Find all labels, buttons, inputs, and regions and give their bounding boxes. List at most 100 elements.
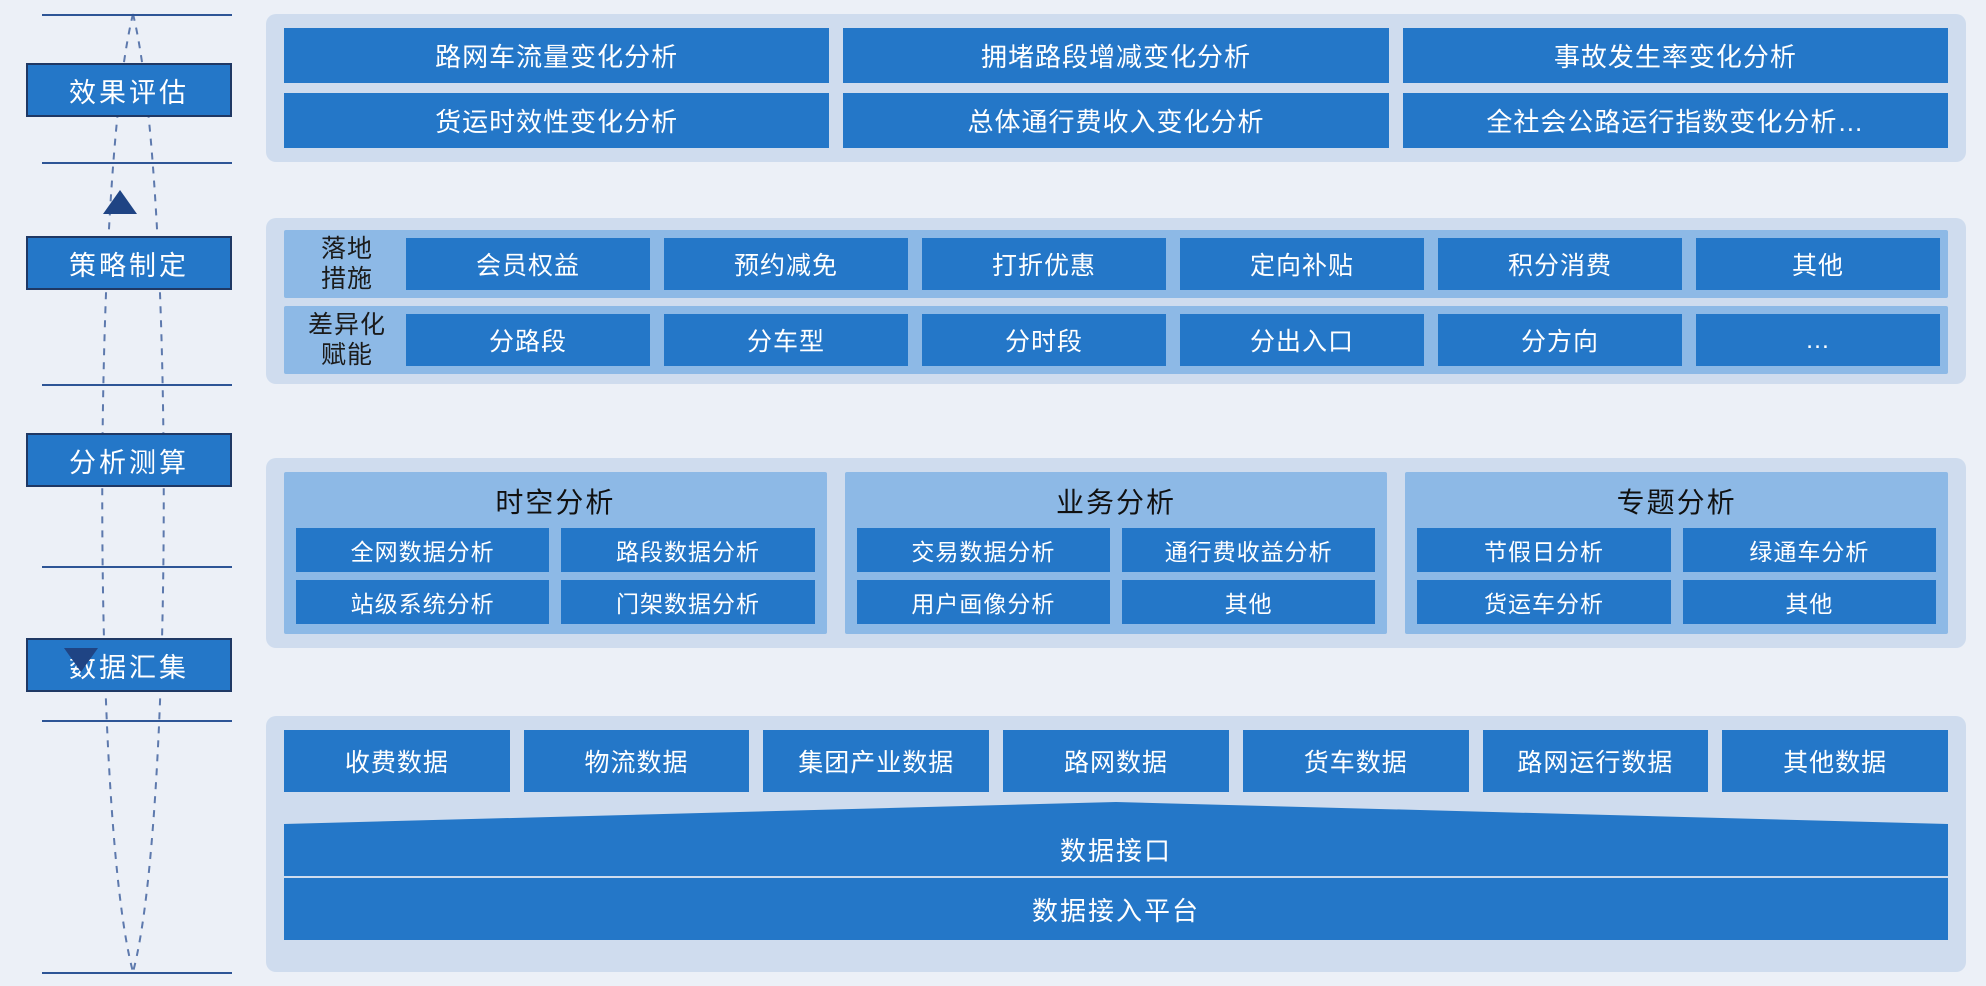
chip-label: 分出入口	[1249, 328, 1354, 356]
sidebar-item-data-collection[interactable]: 数据汇集	[26, 638, 232, 692]
eval-card-freight-timeliness[interactable]: 货运时效性变化分析	[284, 93, 830, 148]
analysis-column-spatiotemporal: 时空分析 全网数据分析 路段数据分析 站级系统分析 门架数据分析	[284, 472, 827, 634]
strategy-chip-more[interactable]: …	[1696, 314, 1940, 366]
analysis-chip-road-segment[interactable]: 路段数据分析	[561, 528, 815, 572]
card-label: 总体通行费收入变化分析	[967, 107, 1265, 137]
analysis-chip-gantry[interactable]: 门架数据分析	[561, 580, 815, 624]
chip-label: 节假日分析	[1483, 539, 1604, 565]
chip-label: …	[1805, 325, 1831, 354]
chip-label: 分车型	[746, 328, 825, 356]
chip-label: 物流数据	[584, 749, 689, 777]
card-label: 全社会公路运行指数变化分析…	[1486, 107, 1865, 137]
data-chip-other[interactable]: 其他数据	[1722, 730, 1948, 792]
eval-card-congestion[interactable]: 拥堵路段增减变化分析	[843, 28, 1389, 83]
analysis-chip-station-level[interactable]: 站级系统分析	[296, 580, 550, 624]
strategy-row-differentiation: 差异化 赋能 分路段 分车型 分时段 分出入口 分方向 …	[284, 306, 1948, 374]
analysis-chip-green-channel[interactable]: 绿通车分析	[1682, 528, 1936, 572]
strategy-row-label: 差异化 赋能	[288, 310, 406, 370]
eval-card-road-flow[interactable]: 路网车流量变化分析	[284, 28, 830, 83]
arrow-up-icon	[103, 190, 137, 214]
data-access-platform-bar[interactable]: 数据接入平台	[284, 878, 1948, 940]
strategy-chip-by-segment[interactable]: 分路段	[406, 314, 650, 366]
analysis-chip-user-profile[interactable]: 用户画像分析	[856, 580, 1110, 624]
strategy-chip-by-vehicle-type[interactable]: 分车型	[664, 314, 908, 366]
analysis-column-title: 业务分析	[1055, 487, 1176, 518]
sidebar-item-strategy-formulation[interactable]: 策略制定	[26, 236, 232, 290]
chip-label: 路段数据分析	[615, 539, 760, 565]
strategy-chip-member-benefits[interactable]: 会员权益	[406, 238, 650, 290]
chip-label: 其他	[1785, 591, 1834, 617]
analysis-column-business: 业务分析 交易数据分析 通行费收益分析 用户画像分析 其他	[844, 472, 1388, 634]
strategy-row-label-line2: 赋能	[320, 341, 373, 369]
chip-label: 定向补贴	[1249, 252, 1354, 280]
card-label: 事故发生率变化分析	[1553, 42, 1797, 72]
chip-label: 门架数据分析	[615, 591, 760, 617]
chip-label: 用户画像分析	[911, 591, 1056, 617]
strategy-row-label-line1: 落地	[320, 235, 373, 263]
chip-label: 预约减免	[733, 252, 838, 280]
strategy-row-label: 落地 措施	[288, 234, 406, 294]
data-collection-panel: 收费数据 物流数据 集团产业数据 路网数据 货车数据 路网运行数据 其他数据 数…	[266, 716, 1966, 972]
analysis-column-thematic: 专题分析 节假日分析 绿通车分析 货运车分析 其他	[1405, 472, 1948, 634]
chip-label: 分路段	[488, 328, 567, 356]
stage-label: 分析测算	[69, 447, 189, 478]
strategy-differentiation-items: 分路段 分车型 分时段 分出入口 分方向 …	[406, 314, 1940, 366]
analysis-chip-other[interactable]: 其他	[1682, 580, 1936, 624]
strategy-chip-reservation-discount[interactable]: 预约减免	[664, 238, 908, 290]
sidebar-item-effect-evaluation[interactable]: 效果评估	[26, 63, 232, 117]
strategy-chip-by-entry-exit[interactable]: 分出入口	[1180, 314, 1424, 366]
rail-divider-5	[42, 720, 232, 722]
effect-evaluation-panel: 路网车流量变化分析 拥堵路段增减变化分析 事故发生率变化分析 货运时效性变化分析…	[266, 14, 1966, 162]
eval-card-accident-rate[interactable]: 事故发生率变化分析	[1402, 28, 1948, 83]
data-chip-group-industry[interactable]: 集团产业数据	[763, 730, 990, 792]
rail-loop-curve	[101, 13, 165, 973]
chip-label: 打折优惠	[991, 252, 1096, 280]
card-label: 货运时效性变化分析	[435, 107, 679, 137]
rail-divider-3	[42, 384, 232, 386]
data-chip-road-network-operation[interactable]: 路网运行数据	[1482, 730, 1709, 792]
strategy-measure-items: 会员权益 预约减免 打折优惠 定向补贴 积分消费 其他	[406, 238, 1940, 290]
eval-card-road-index[interactable]: 全社会公路运行指数变化分析…	[1402, 93, 1948, 148]
data-source-row: 收费数据 物流数据 集团产业数据 路网数据 货车数据 路网运行数据 其他数据	[284, 730, 1948, 792]
rail-divider-1	[42, 14, 232, 16]
rail-divider-6	[42, 972, 232, 974]
analysis-column-items: 交易数据分析 通行费收益分析 用户画像分析 其他	[856, 528, 1376, 624]
analysis-chip-holiday[interactable]: 节假日分析	[1417, 528, 1671, 572]
strategy-chip-by-direction[interactable]: 分方向	[1438, 314, 1682, 366]
strategy-chip-discount-offer[interactable]: 打折优惠	[922, 238, 1166, 290]
data-interface-label: 数据接口	[1059, 836, 1172, 866]
strategy-chip-other[interactable]: 其他	[1696, 238, 1940, 290]
chip-label: 其他数据	[1783, 749, 1888, 777]
sidebar-item-analysis-calculation[interactable]: 分析测算	[26, 433, 232, 487]
analysis-column-items: 全网数据分析 路段数据分析 站级系统分析 门架数据分析	[296, 528, 815, 624]
strategy-chip-by-time-period[interactable]: 分时段	[922, 314, 1166, 366]
card-label: 路网车流量变化分析	[435, 42, 679, 72]
chip-label: 绿通车分析	[1749, 539, 1870, 565]
chip-label: 通行费收益分析	[1164, 539, 1333, 565]
eval-card-toll-revenue[interactable]: 总体通行费收入变化分析	[843, 93, 1389, 148]
analysis-chip-transaction[interactable]: 交易数据分析	[856, 528, 1110, 572]
rail-divider-2	[42, 162, 232, 164]
strategy-row-label-line2: 措施	[320, 265, 373, 293]
strategy-chip-targeted-subsidy[interactable]: 定向补贴	[1180, 238, 1424, 290]
data-chip-truck[interactable]: 货车数据	[1242, 730, 1469, 792]
stage-rail: 效果评估 策略制定 分析测算 数据汇集	[0, 0, 246, 986]
data-interface-band[interactable]: 数据接口	[284, 802, 1948, 876]
data-chip-toll[interactable]: 收费数据	[284, 730, 510, 792]
chip-label: 其他	[1224, 591, 1273, 617]
analysis-chip-freight-vehicle[interactable]: 货运车分析	[1417, 580, 1671, 624]
analysis-calculation-panel: 时空分析 全网数据分析 路段数据分析 站级系统分析 门架数据分析 业务分析 交易…	[266, 458, 1966, 648]
analysis-column-title: 时空分析	[495, 487, 616, 518]
data-chip-road-network[interactable]: 路网数据	[1003, 730, 1229, 792]
arrow-down-icon	[64, 648, 98, 672]
data-chip-logistics[interactable]: 物流数据	[523, 730, 750, 792]
analysis-chip-other[interactable]: 其他	[1121, 580, 1376, 624]
stage-label: 效果评估	[69, 77, 189, 108]
strategy-row-label-line1: 差异化	[307, 311, 386, 339]
strategy-chip-points-spending[interactable]: 积分消费	[1438, 238, 1682, 290]
analysis-chip-toll-revenue[interactable]: 通行费收益分析	[1121, 528, 1376, 572]
chip-label: 分方向	[1520, 328, 1599, 356]
analysis-chip-whole-network[interactable]: 全网数据分析	[296, 528, 550, 572]
strategy-row-measures: 落地 措施 会员权益 预约减免 打折优惠 定向补贴 积分消费 其他	[284, 230, 1948, 298]
chip-label: 会员权益	[475, 252, 580, 280]
